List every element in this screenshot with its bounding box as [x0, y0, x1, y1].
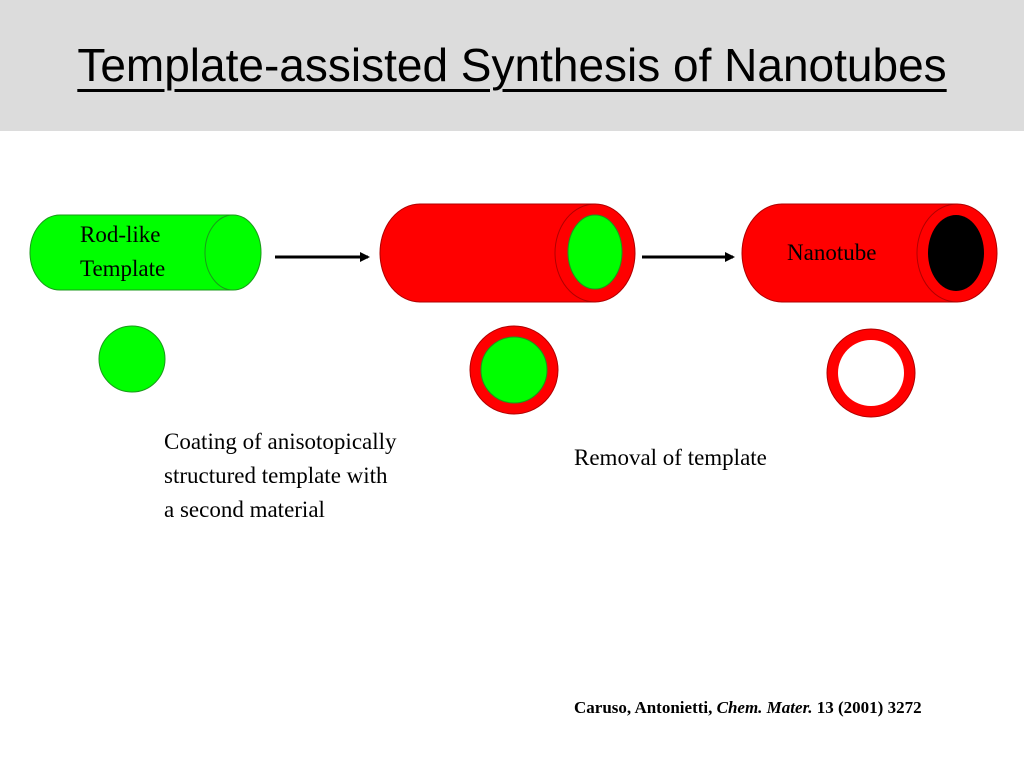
coated-rod: [379, 203, 636, 303]
rod-template-label: Rod-like Template: [80, 218, 200, 286]
coating-caption: Coating of anisotopically structured tem…: [164, 425, 464, 527]
slide-title: Template-assisted Synthesis of Nanotubes: [77, 39, 947, 91]
citation-authors: Caruso, Antonietti,: [574, 698, 713, 717]
coated-cross-section: [469, 325, 559, 415]
removal-caption: Removal of template: [574, 445, 767, 470]
coating-caption-line: Coating of anisotopically: [164, 429, 397, 454]
citation: Caruso, Antonietti, Chem. Mater. 13 (200…: [574, 698, 922, 718]
template-cross-section: [98, 325, 166, 393]
nanotube-cylinder: [741, 203, 998, 303]
citation-reference: 13 (2001) 3272: [816, 698, 922, 717]
nanotube-label: Nanotube: [787, 240, 877, 265]
title-band: [0, 0, 1024, 131]
rod-template-label-line: Rod-like: [80, 222, 161, 247]
rod-template: [29, 214, 262, 291]
coating-caption-line: structured template with: [164, 463, 388, 488]
nanotube-cross-section: [826, 328, 916, 418]
rod-template-label-line: Template: [80, 256, 166, 281]
coating-caption-line: a second material: [164, 497, 325, 522]
citation-journal: Chem. Mater.: [716, 698, 813, 717]
